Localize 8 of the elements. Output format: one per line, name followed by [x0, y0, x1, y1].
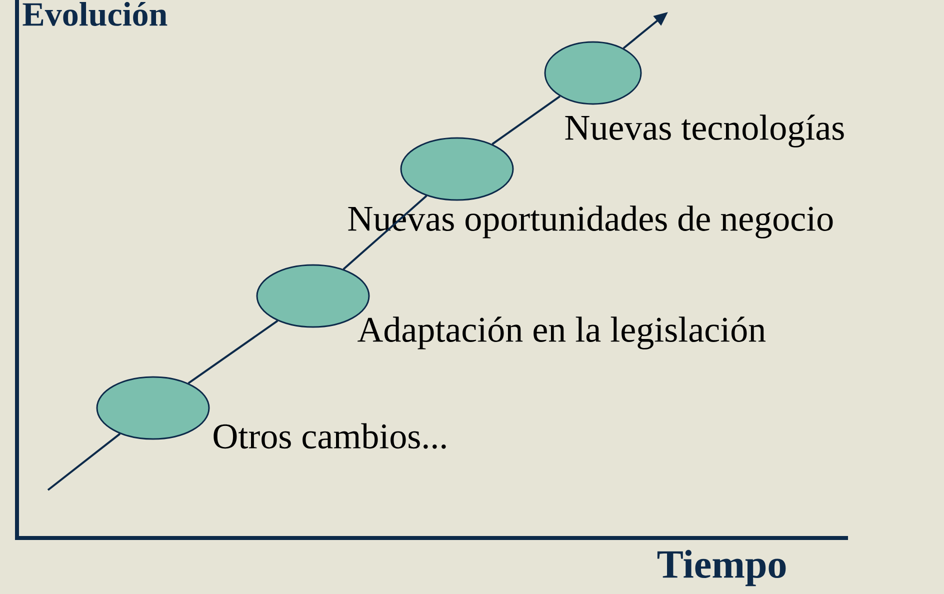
- milestone-label: Adaptación en la legislación: [358, 316, 766, 350]
- milestone-ellipse: [544, 41, 642, 105]
- milestone-ellipse: [96, 376, 210, 440]
- milestone-label: Nuevas tecnologías: [565, 114, 844, 148]
- milestone-label: Otros cambios...: [214, 423, 446, 449]
- axis-title: Evolución: [22, 2, 168, 26]
- axis-title: Tiempo: [657, 550, 786, 586]
- milestone-ellipse: [400, 137, 514, 201]
